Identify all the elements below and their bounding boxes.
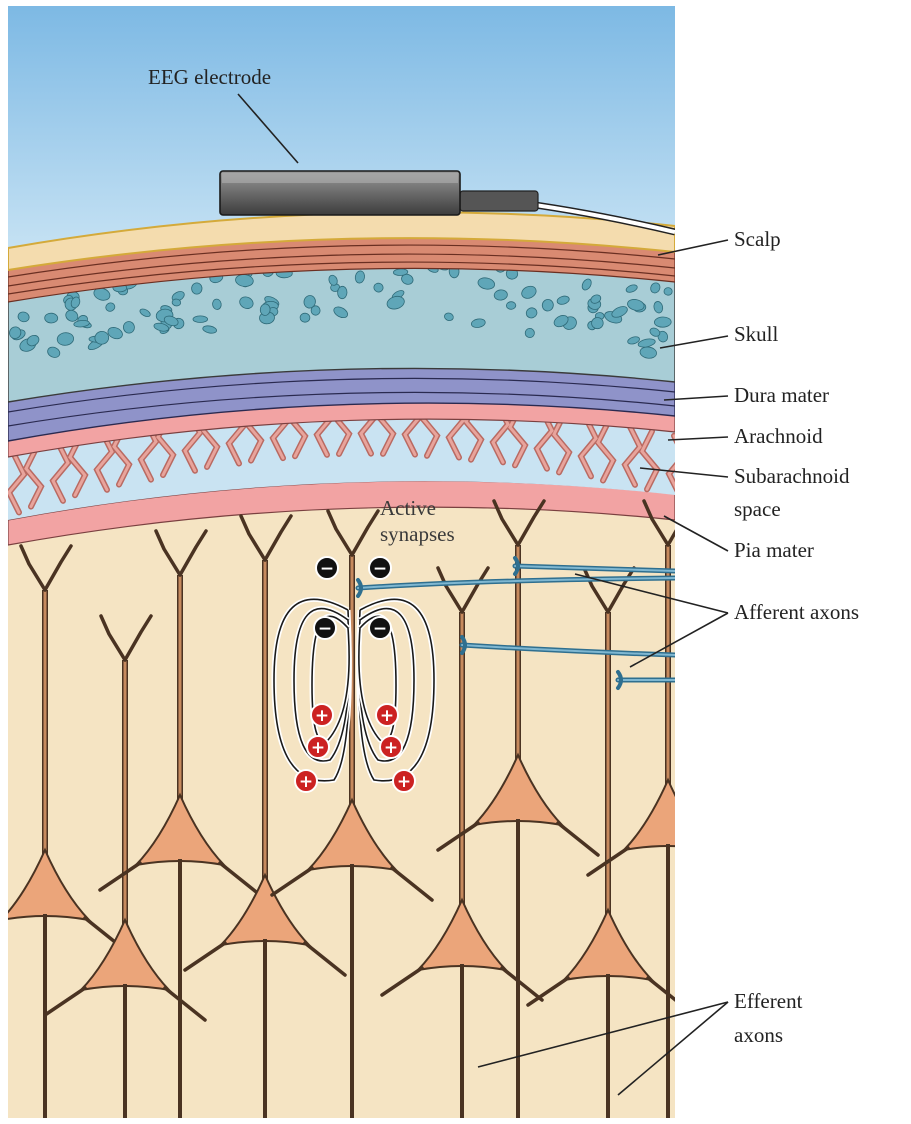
afferent-axons-label: Afferent axons xyxy=(734,600,859,624)
positive-charge: + xyxy=(307,736,329,758)
efferent-axons-label-line1: Efferent xyxy=(734,989,803,1013)
svg-text:−: − xyxy=(320,559,334,579)
svg-text:−: − xyxy=(373,619,387,639)
svg-text:+: + xyxy=(299,772,313,792)
cortex-tissue xyxy=(8,492,675,1118)
svg-text:−: − xyxy=(373,559,387,579)
scalp-label: Scalp xyxy=(734,227,781,251)
negative-charge: − xyxy=(369,617,391,639)
svg-text:+: + xyxy=(397,772,411,792)
positive-charge: + xyxy=(311,704,333,726)
negative-charge: − xyxy=(369,557,391,579)
positive-charge: + xyxy=(295,770,317,792)
negative-charge: − xyxy=(314,617,336,639)
efferent-axons-label-line2: axons xyxy=(734,1023,783,1047)
svg-text:+: + xyxy=(380,706,394,726)
svg-text:+: + xyxy=(315,706,329,726)
electrode-label: EEG electrode xyxy=(148,65,271,89)
pia-mater-label: Pia mater xyxy=(734,538,814,562)
arachnoid-label: Arachnoid xyxy=(734,424,823,448)
negative-charge: − xyxy=(316,557,338,579)
active-synapses-label-line1: Active xyxy=(380,496,436,520)
positive-charge: + xyxy=(393,770,415,792)
eeg-electrode xyxy=(220,171,460,215)
subarachnoid-label-line1: Subarachnoid xyxy=(734,464,850,488)
positive-charge: + xyxy=(380,736,402,758)
positive-charge: + xyxy=(376,704,398,726)
active-synapses-label-line2: synapses xyxy=(380,522,455,546)
dura-mater-label: Dura mater xyxy=(734,383,829,407)
subarachnoid-label-line2: space xyxy=(734,497,781,521)
anatomy-panel: − − − − + + + + + + Active synapses xyxy=(0,6,748,1124)
svg-text:−: − xyxy=(318,619,332,639)
skull-label: Skull xyxy=(734,322,779,346)
svg-text:+: + xyxy=(311,738,325,758)
svg-text:+: + xyxy=(384,738,398,758)
